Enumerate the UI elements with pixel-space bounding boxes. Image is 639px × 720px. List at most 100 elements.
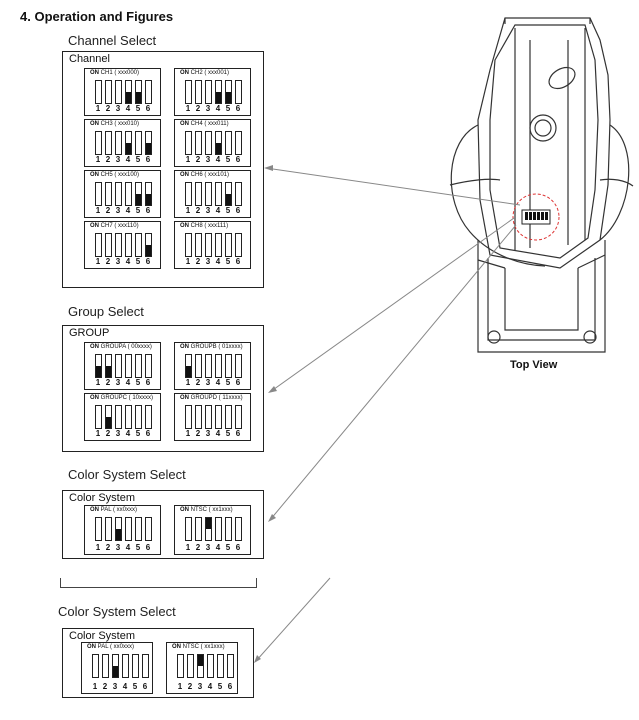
dip-key-1	[95, 517, 102, 541]
dip-number: 1	[95, 543, 101, 552]
dip-number: 4	[215, 104, 221, 113]
on-label: ON	[180, 507, 189, 513]
dip-key-4	[215, 354, 222, 378]
dip-number: 2	[195, 104, 201, 113]
dip-switch-label: ON PAL ( xx0xxx)	[90, 507, 137, 513]
group-box-title: GROUP	[69, 327, 110, 339]
on-label: ON	[180, 395, 189, 401]
dip-key-2-lever	[106, 366, 111, 377]
dip-number: 1	[95, 378, 101, 387]
dip-number: 4	[207, 682, 213, 691]
dip-key-6	[145, 517, 152, 541]
dip-number: 2	[105, 104, 111, 113]
on-label: ON	[172, 644, 181, 650]
dip-number: 2	[195, 378, 201, 387]
dip-key-3	[205, 80, 212, 104]
dip-key-4	[125, 131, 132, 155]
dip-switch-label: ON PAL ( xx0xxx)	[87, 644, 134, 650]
dip-key-5	[135, 182, 142, 206]
dip-key-3	[205, 405, 212, 429]
dip-key-3	[115, 182, 122, 206]
dip-key-3	[205, 233, 212, 257]
top-view-label: Top View	[510, 359, 558, 371]
dip-key-2	[105, 131, 112, 155]
switch-setting-label: CH3 ( xxx010)	[100, 121, 140, 127]
dip-key-2	[105, 182, 112, 206]
dip-number: 1	[95, 155, 101, 164]
on-label: ON	[90, 395, 99, 401]
dip-key-1	[185, 131, 192, 155]
dip-key-4	[125, 80, 132, 104]
dip-number: 5	[225, 155, 231, 164]
on-label: ON	[90, 121, 99, 127]
dip-key-1	[185, 517, 192, 541]
dip-number: 2	[195, 206, 201, 215]
switch-setting-label: CH7 ( xxx110)	[100, 223, 139, 229]
dip-key-4-lever	[126, 143, 131, 154]
color-system-box-title-2: Color System	[69, 630, 136, 642]
switch-setting-label: GROUPB ( 01xxxx)	[190, 344, 243, 350]
dip-switch-label: ON GROUPD ( 11xxxx)	[180, 395, 243, 401]
dip-key-2	[105, 405, 112, 429]
dip-key-4	[215, 517, 222, 541]
on-label: ON	[90, 70, 99, 76]
dip-number: 4	[215, 429, 221, 438]
dip-number: 4	[125, 429, 131, 438]
dip-key-5	[135, 405, 142, 429]
dip-key-5	[135, 233, 142, 257]
dip-number: 3	[112, 682, 118, 691]
dip-key-5	[225, 182, 232, 206]
dip-number: 6	[142, 682, 148, 691]
dip-number: 1	[185, 429, 191, 438]
dip-key-4	[125, 405, 132, 429]
on-label: ON	[180, 70, 189, 76]
color-system-select-heading-2: Color System Select	[58, 604, 176, 619]
switch-setting-label: GROUPD ( 11xxxx)	[190, 395, 243, 401]
dip-number: 1	[185, 104, 191, 113]
dip-key-5	[135, 80, 142, 104]
switch-setting-label: GROUPC ( 10xxxx)	[100, 395, 154, 401]
dip-number: 3	[205, 155, 211, 164]
switch-setting-label: CH8 ( xxx111)	[190, 223, 229, 229]
channel-box-title: Channel	[69, 53, 110, 65]
dip-number: 6	[235, 257, 241, 266]
dip-number: 2	[105, 429, 111, 438]
dip-number: 1	[185, 206, 191, 215]
dip-key-6	[145, 405, 152, 429]
dip-number: 3	[205, 429, 211, 438]
dip-number: 4	[215, 155, 221, 164]
dip-key-1	[95, 131, 102, 155]
switch-setting-label: CH6 ( xxx101)	[190, 172, 230, 178]
dip-key-5	[225, 405, 232, 429]
dip-number: 5	[225, 543, 231, 552]
dip-number: 3	[205, 104, 211, 113]
dip-key-3	[112, 654, 119, 678]
dip-number: 5	[217, 682, 223, 691]
dip-number: 5	[135, 429, 141, 438]
dip-switch-label: ON CH2 ( xxx001)	[180, 70, 229, 76]
dip-key-5-lever	[136, 194, 141, 205]
dip-number: 1	[92, 682, 98, 691]
dip-key-3	[115, 131, 122, 155]
dip-key-1	[185, 80, 192, 104]
on-label: ON	[180, 344, 189, 350]
dip-key-1	[95, 354, 102, 378]
dip-key-4	[207, 654, 214, 678]
dip-key-2-lever	[106, 417, 111, 428]
dip-key-6	[142, 654, 149, 678]
dip-key-4	[215, 233, 222, 257]
dip-number: 6	[235, 429, 241, 438]
dip-key-6	[145, 80, 152, 104]
dip-number: 5	[135, 206, 141, 215]
switch-setting-label: PAL ( xx0xxx)	[100, 507, 138, 513]
dip-key-5	[132, 654, 139, 678]
